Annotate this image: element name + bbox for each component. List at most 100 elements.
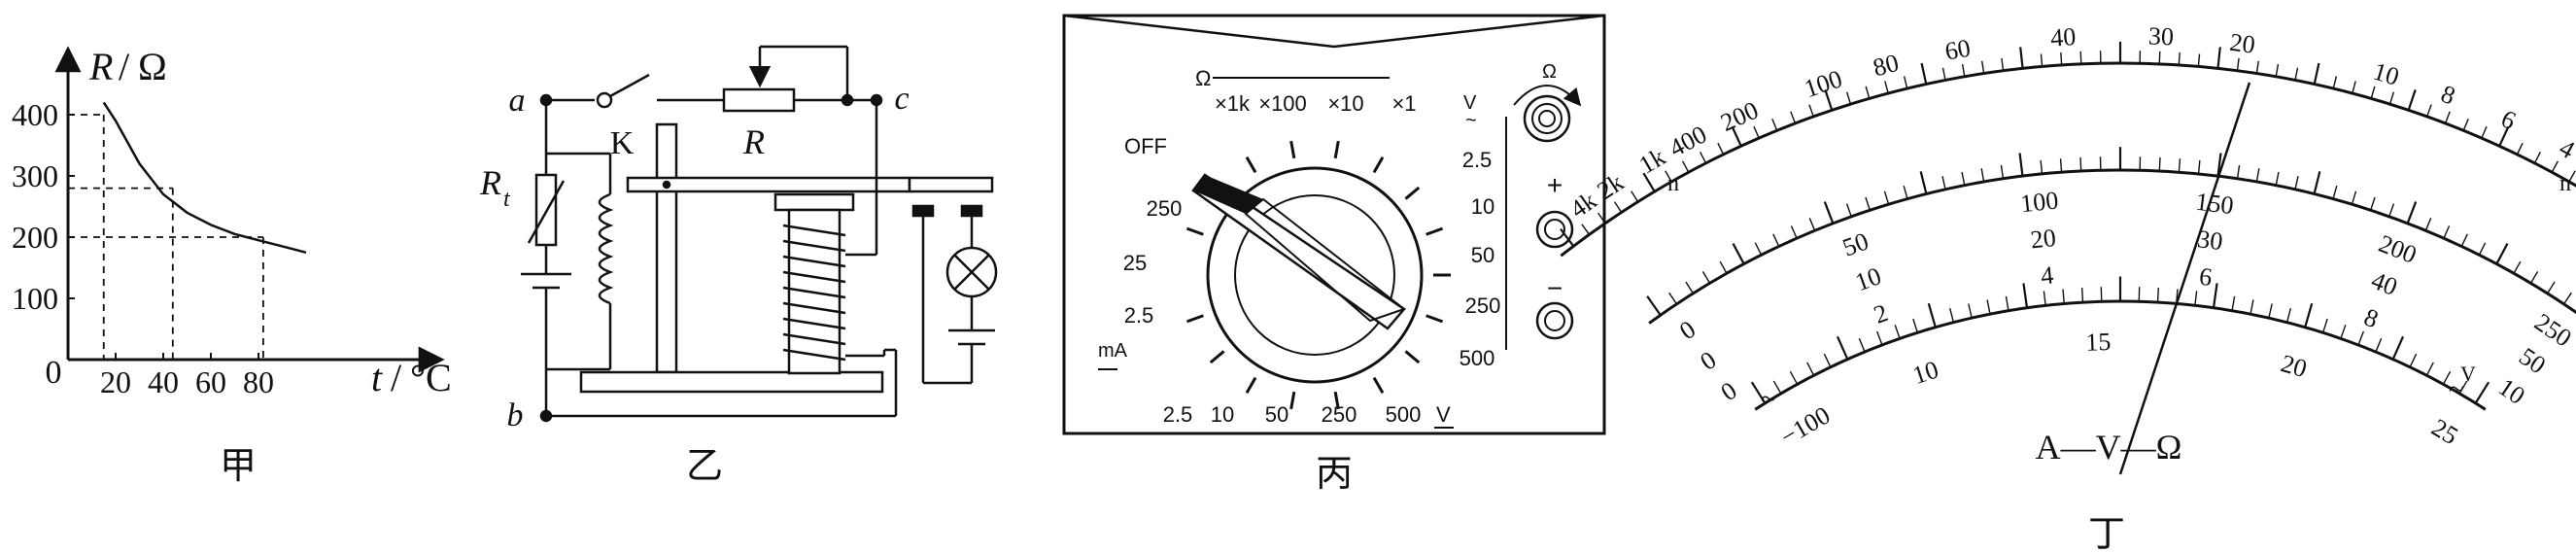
dial-tick [1372,376,1385,394]
dc-tick [2443,225,2451,239]
dial-tick [1425,314,1444,324]
ohm-scale-label: 8 [2437,80,2458,111]
scale-250-label: 0 [1674,315,1700,345]
selector-knob[interactable] [1191,173,1407,330]
ohm-tick [1808,104,1814,118]
scale-10-label: 10 [2493,372,2530,410]
ac-tick [2391,335,2405,361]
dial-tick [1185,314,1204,324]
plus-terminal[interactable] [1535,210,1574,249]
ohm-tick [2462,119,2469,131]
minus-terminal[interactable] [1535,301,1574,340]
dc-tick [1772,233,1780,247]
dc-tick [1732,243,1745,265]
ac-tick [2231,295,2236,311]
y-axis-unit: Ω [138,45,167,88]
ac-tick [2409,353,2418,368]
ohm-tick [2498,125,2510,147]
dc-tick [1941,176,1946,190]
ohm-tick [1700,152,1707,164]
node-b-label: b [507,397,524,433]
scale-10-label: 4 [2040,260,2055,290]
ac-tick [2043,291,2046,306]
scale-250-label: 50 [1838,226,1872,261]
dc-tick [2158,156,2161,172]
ohm-scale-label: 60 [1942,34,1973,66]
dial-tick [1289,140,1296,159]
dial-tick [1289,391,1296,410]
ohm-range-label: Ω [1195,66,1211,90]
dc-tick [2059,158,2063,173]
ohm-tick [2079,51,2082,64]
db-scale-label: −100 [1775,400,1835,451]
dial-tick [1404,350,1421,364]
dc-tick [1808,218,1816,231]
thermistor-label: R [479,163,501,202]
x-axis-slash: / [391,356,402,399]
dc-tick [2547,281,2556,294]
ohm-tick [2236,57,2240,71]
ohm-tick [2481,125,2488,139]
dc-tick [1790,225,1798,239]
ac-tick [2194,291,2198,306]
dial-tick [1333,140,1340,159]
scale-250-label: 100 [2019,186,2060,218]
y-axis-slash: / [119,45,130,88]
dc-tick [1701,270,1711,284]
ac-tick [2156,288,2160,303]
dc-tick [1719,260,1728,274]
x-axis-symbol: t [371,356,383,399]
ohm-tick [2197,53,2201,67]
dial-tick [1372,156,1385,174]
scale-250-label: 150 [2194,188,2235,221]
ohm-tick [1824,89,1834,111]
scale-10-label: 8 [2360,302,2383,333]
meter-ticks [1560,41,2576,404]
dc-tick [1646,295,1662,316]
dial-tick [1425,226,1444,236]
thermistor-subscript: t [503,187,511,212]
ohm-tick [1771,119,1778,131]
dc-tick [2294,176,2299,190]
meter-labels: 024681020304060801002004001k2k4k05010015… [1564,21,2576,451]
ohm-scale-label: 100 [1801,64,1845,103]
scale-50-label: 20 [2029,224,2057,255]
dc-tick [2460,233,2468,247]
dc-tick [2388,203,2395,218]
ohm-unit-right: n [2559,171,2571,196]
x-tick-label: 20 [100,364,131,399]
ohm-scale-label: 30 [2147,21,2174,51]
dc-tick [2478,242,2487,256]
ohm-tick [2178,52,2181,65]
dc-tick [2332,185,2338,199]
ohm-zero-knob[interactable] [1513,85,1582,143]
ohm-tick [2060,52,2063,65]
armature-post [655,122,678,374]
node-c-label: c [894,81,909,117]
dc-tick [1903,185,1908,199]
ac-range-item: 500 [1460,346,1495,370]
x-axis-unit: °C [410,356,452,399]
dc-v-range-item: 500 [1386,402,1422,427]
scale-50-label: 50 [2514,342,2551,380]
ma-label: mA [1098,340,1128,362]
ohm-tick [2332,76,2338,89]
scale-10-label: 0 [1716,376,1742,406]
ohm-tick [1717,142,1725,156]
x-tick-label: 80 [243,364,274,399]
r-t-curve [102,101,307,255]
dial-tick [1185,226,1204,236]
ohm-tick [2216,47,2221,69]
ac-tick [2022,283,2029,308]
y-tick-label: 300 [12,158,58,193]
dc-tick [1883,190,1890,205]
ohm-tick [1941,67,1946,81]
dc-tick [1865,196,1871,211]
ohm-scale-label: 80 [1871,49,1902,83]
ohm-tick [1631,190,1639,203]
dial-ticks [1185,140,1451,410]
ac-tick [2458,380,2468,395]
ac-tick [2425,362,2434,376]
